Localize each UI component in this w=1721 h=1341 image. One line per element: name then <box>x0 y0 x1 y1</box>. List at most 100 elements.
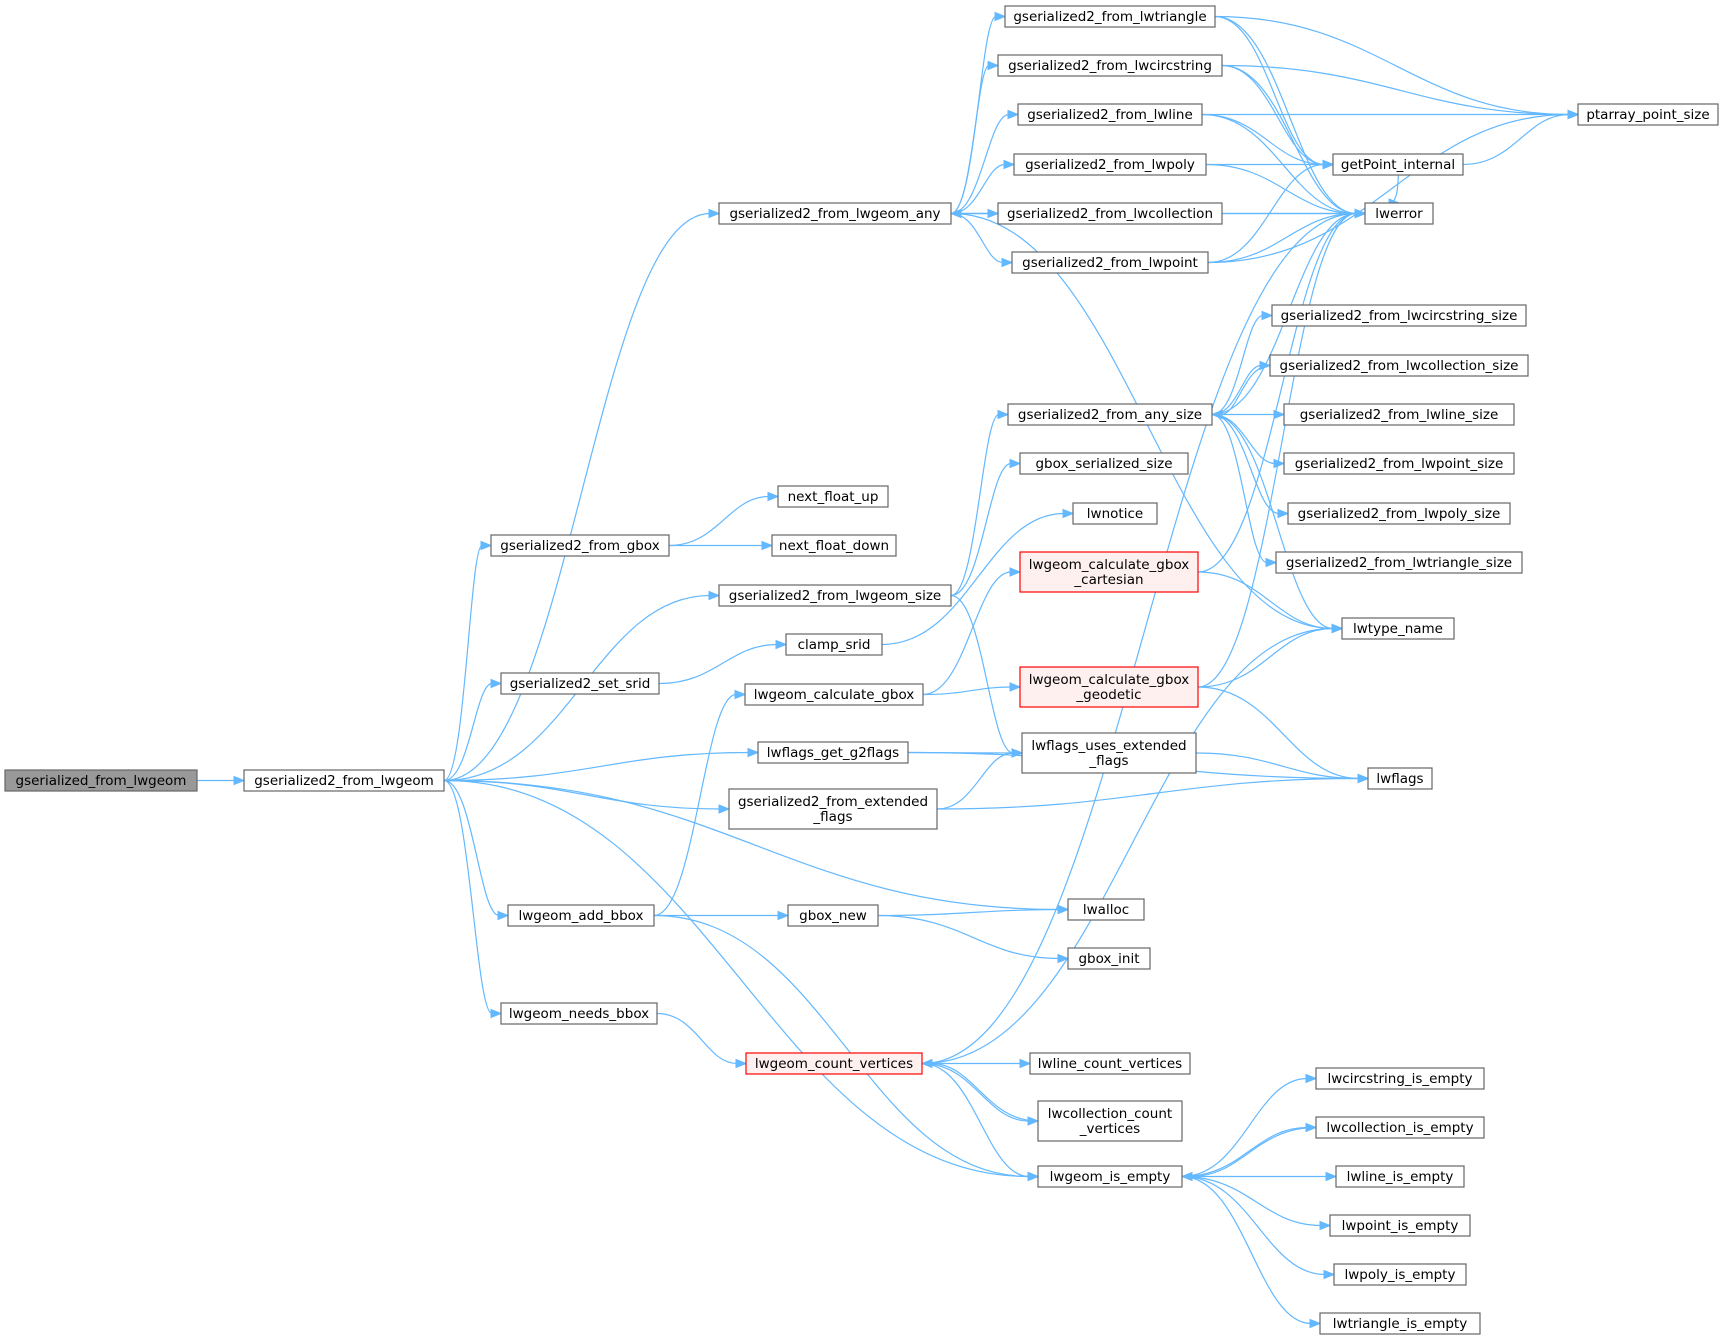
edge-needsbbox-to-countv <box>656 1012 748 1069</box>
edge-g2fl-to-needsbbox <box>443 779 503 1019</box>
node-label: lwpoly_is_empty <box>1345 1267 1456 1283</box>
node-g2fext[interactable]: gserialized2_from_extended_flags <box>728 788 938 830</box>
node-g2fpt_sz[interactable]: gserialized2_from_lwpoint_size <box>1283 452 1515 475</box>
node-g2flline[interactable]: gserialized2_from_lwline <box>1017 103 1203 126</box>
node-label: gserialized2_set_srid <box>510 676 651 692</box>
node-lwflags[interactable]: lwflags <box>1367 767 1433 790</box>
node-isempty[interactable]: lwgeom_is_empty <box>1037 1165 1183 1188</box>
edge-g2fext-to-uses_ext <box>936 748 1024 810</box>
node-box <box>1072 502 1158 525</box>
node-box <box>1029 1052 1191 1075</box>
edge-g2fgbox-to-nfu <box>668 491 780 547</box>
node-label: clamp_srid <box>798 637 871 653</box>
node-lwcollcv[interactable]: lwcollection_count_vertices <box>1037 1100 1183 1142</box>
edge-isempty-to-ptempty <box>1181 1175 1332 1231</box>
node-box <box>1067 947 1151 970</box>
node-lwerror[interactable]: lwerror <box>1364 202 1434 225</box>
node-gfl[interactable]: gserialized_from_lwgeom <box>4 769 198 792</box>
node-box <box>1315 1067 1485 1090</box>
node-calcgbox[interactable]: lwgeom_calculate_gbox <box>744 683 924 706</box>
edge-g2flcoll-to-g2fla <box>949 208 998 219</box>
node-polyempty[interactable]: lwpoly_is_empty <box>1333 1263 1467 1286</box>
edge-calc_geod-to-lwtype <box>1197 623 1344 688</box>
node-g2fltri[interactable]: gserialized2_from_lwtriangle <box>1004 5 1216 28</box>
node-label: gserialized2_from_lwtriangle_size <box>1286 555 1512 571</box>
node-addbbox[interactable]: lwgeom_add_bbox <box>507 904 655 927</box>
node-collempty[interactable]: lwcollection_is_empty <box>1315 1116 1485 1139</box>
node-box <box>1333 1263 1467 1286</box>
node-label: gserialized2_from_extended <box>738 794 928 810</box>
node-lwnotice[interactable]: lwnotice <box>1072 502 1158 525</box>
node-needsbbox[interactable]: lwgeom_needs_bbox <box>500 1002 658 1025</box>
node-box <box>1315 1116 1485 1139</box>
node-box <box>1283 403 1515 426</box>
node-gbox_ss[interactable]: gbox_serialized_size <box>1019 452 1189 475</box>
node-label: gserialized2_from_lwgeom_any <box>729 206 940 222</box>
node-box <box>1329 1214 1471 1237</box>
node-calc_cart[interactable]: lwgeom_calculate_gbox_cartesian <box>1019 551 1199 593</box>
node-lineempty[interactable]: lwline_is_empty <box>1335 1165 1465 1188</box>
node-label: gserialized2_from_any_size <box>1018 407 1202 423</box>
node-g2fcoll_sz[interactable]: gserialized2_from_lwcollection_size <box>1269 354 1529 377</box>
node-box <box>1367 767 1433 790</box>
node-g2fcirc_sz[interactable]: gserialized2_from_lwcircstring_size <box>1271 304 1527 327</box>
node-lwtype[interactable]: lwtype_name <box>1341 617 1455 640</box>
node-label: lwgeom_is_empty <box>1050 1169 1171 1185</box>
edge-g2fany_sz-to-g2fcirc_sz <box>1211 310 1274 416</box>
edge-g2flpt-to-ptps <box>1207 109 1580 264</box>
edge-g2fcoll_sz-to-g2fany_sz <box>1210 364 1271 420</box>
edge-g2fl-to-setsrid <box>443 678 503 782</box>
node-ptempty[interactable]: lwpoint_is_empty <box>1329 1214 1471 1237</box>
node-uses_ext[interactable]: lwflags_uses_extended_flags <box>1021 732 1197 774</box>
edge-g2fl-to-g2fgbox <box>443 540 493 782</box>
node-box <box>1319 1312 1481 1335</box>
node-countv[interactable]: lwgeom_count_vertices <box>745 1052 923 1075</box>
node-triempty[interactable]: lwtriangle_is_empty <box>1319 1312 1481 1335</box>
node-gboxinit[interactable]: gbox_init <box>1067 947 1151 970</box>
node-g2fline_sz[interactable]: gserialized2_from_lwline_size <box>1283 403 1515 426</box>
node-label: gbox_init <box>1078 951 1139 967</box>
node-g2flpt[interactable]: gserialized2_from_lwpoint <box>1011 251 1209 274</box>
node-nfu[interactable]: next_float_up <box>777 485 889 508</box>
node-lwlinecv[interactable]: lwline_count_vertices <box>1029 1052 1191 1075</box>
node-setsrid[interactable]: gserialized2_set_srid <box>500 672 660 695</box>
node-label: lwline_count_vertices <box>1038 1056 1182 1072</box>
node-g2fpoly_sz[interactable]: gserialized2_from_lwpoly_size <box>1287 502 1511 525</box>
node-box <box>757 741 909 764</box>
node-label: gserialized2_from_lwpoint_size <box>1295 456 1504 472</box>
node-g2fl[interactable]: gserialized2_from_lwgeom <box>243 769 445 792</box>
node-box <box>771 534 897 557</box>
node-box <box>1037 1100 1183 1142</box>
node-label: lwgeom_calculate_gbox <box>1029 557 1190 573</box>
node-label: gserialized2_from_lwgeom <box>254 773 434 789</box>
edge-g2fl_sz-to-gbox_ss <box>950 458 1022 597</box>
node-g2fgbox[interactable]: gserialized2_from_gbox <box>490 534 670 557</box>
node-g2flags[interactable]: lwflags_get_g2flags <box>757 741 909 764</box>
node-box <box>1013 153 1207 176</box>
node-calc_geod[interactable]: lwgeom_calculate_gbox_geodetic <box>1019 666 1199 708</box>
node-label: lwgeom_calculate_gbox <box>754 687 915 703</box>
node-g2flpoly[interactable]: gserialized2_from_lwpoly <box>1013 153 1207 176</box>
node-g2flcoll[interactable]: gserialized2_from_lwcollection <box>997 202 1223 225</box>
node-box <box>1332 153 1464 176</box>
node-clamp[interactable]: clamp_srid <box>785 633 883 656</box>
edge-g2fla-to-g2flcirc <box>950 60 1000 215</box>
node-g2flcirc[interactable]: gserialized2_from_lwcircstring <box>997 54 1223 77</box>
node-lwalloc[interactable]: lwalloc <box>1067 898 1145 921</box>
node-nfd[interactable]: next_float_down <box>771 534 897 557</box>
node-circempty[interactable]: lwcircstring_is_empty <box>1315 1067 1485 1090</box>
node-box <box>490 534 670 557</box>
edge-gboxnew-to-gboxinit <box>877 914 1070 964</box>
node-gpi[interactable]: getPoint_internal <box>1332 153 1464 176</box>
node-box <box>718 584 952 607</box>
edge-countv-to-lwcollcv <box>921 1062 1040 1126</box>
node-g2fany_sz[interactable]: gserialized2_from_any_size <box>1007 403 1213 426</box>
node-g2fla[interactable]: gserialized2_from_lwgeom_any <box>718 202 952 225</box>
node-ptps[interactable]: ptarray_point_size <box>1577 103 1719 126</box>
node-gboxnew[interactable]: gbox_new <box>787 904 879 927</box>
edge-countv-to-lwtype <box>921 623 1344 1065</box>
node-label: gserialized2_from_lwcircstring <box>1008 58 1212 74</box>
node-g2ftri_sz[interactable]: gserialized2_from_lwtriangle_size <box>1275 551 1523 574</box>
node-g2fl_sz[interactable]: gserialized2_from_lwgeom_size <box>718 584 952 607</box>
node-label: gserialized2_from_lwpoly_size <box>1298 506 1501 522</box>
